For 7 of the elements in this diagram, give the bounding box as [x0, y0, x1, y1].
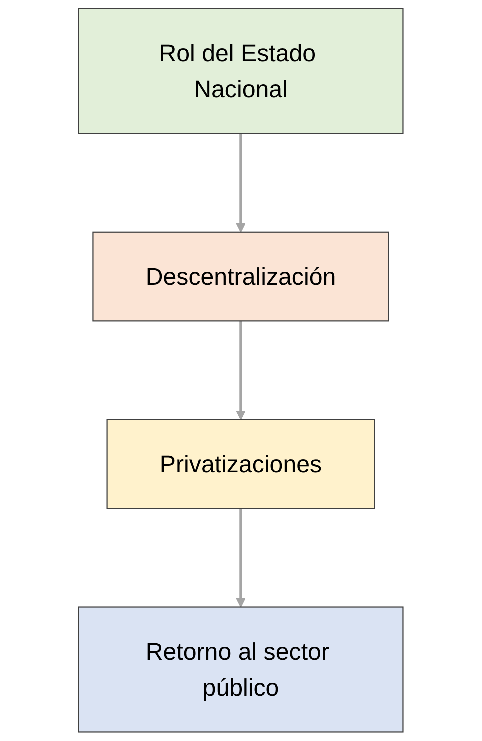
node-box: Descentralización	[92, 232, 390, 322]
node-box: Rol del Estado Nacional	[78, 8, 404, 134]
arrow	[236, 321, 246, 420]
arrow	[236, 134, 246, 233]
node-box: Retorno al sector público	[78, 606, 404, 733]
arrow	[236, 508, 246, 608]
node-box: Privatizaciones	[106, 419, 376, 510]
